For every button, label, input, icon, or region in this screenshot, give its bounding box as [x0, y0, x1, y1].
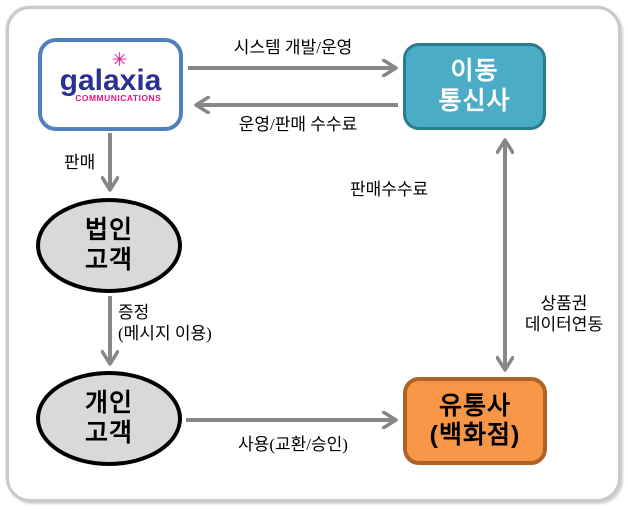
node-mobile-carrier: 이동 통신사 [403, 43, 546, 130]
galaxia-sub-text: COMMUNICATIONS [75, 93, 162, 104]
edge-label-gift-line1: 증정 [118, 303, 150, 322]
diagram-frame [6, 6, 621, 502]
carrier-label: 이동 통신사 [438, 57, 510, 116]
galaxia-brand-text: galaxia [59, 64, 162, 98]
individual-label-line2: 고객 [84, 418, 133, 447]
node-corporate-customer: 법인 고객 [36, 198, 182, 293]
distributor-label: 유통사 (백화점) [430, 392, 521, 451]
corporate-label: 법인 고객 [85, 216, 133, 275]
distributor-label-line2: (백화점) [429, 421, 521, 449]
edge-label-gift: 증정 (메시지 이용) [118, 302, 212, 345]
edge-label-voucher-data: 상품권 데이터연동 [514, 293, 614, 336]
edge-label-gift-line2: (메시지 이용) [118, 324, 212, 344]
node-individual-customer: 개인 고객 [36, 371, 182, 466]
node-distributor: 유통사 (백화점) [403, 377, 547, 465]
individual-label: 개인 고객 [85, 389, 133, 448]
corporate-label-line2: 고객 [84, 245, 133, 274]
edge-label-sale: 판매 [64, 153, 96, 172]
distributor-label-line1: 유통사 [438, 391, 511, 420]
edge-label-system-dev: 시스템 개발/운영 [233, 38, 353, 57]
edge-label-voucher-line1: 상품권 [540, 294, 588, 313]
carrier-label-line2: 통신사 [438, 86, 511, 115]
corporate-label-line1: 법인 [84, 216, 133, 244]
edge-label-operation-fee: 운영/판매 수수료 [238, 115, 358, 134]
carrier-label-line1: 이동 [450, 57, 499, 85]
galaxia-logo: ✳ galaxia COMMUNICATIONS [59, 51, 162, 104]
individual-label-line1: 개인 [84, 389, 133, 417]
edge-label-voucher-line2: 데이터연동 [524, 315, 604, 335]
galaxia-star-icon: ✳ [111, 50, 128, 72]
node-galaxia: ✳ galaxia COMMUNICATIONS [38, 38, 183, 131]
edge-label-sales-fee: 판매수수료 [350, 180, 429, 199]
edge-label-use: 사용(교환/승인) [238, 435, 348, 454]
